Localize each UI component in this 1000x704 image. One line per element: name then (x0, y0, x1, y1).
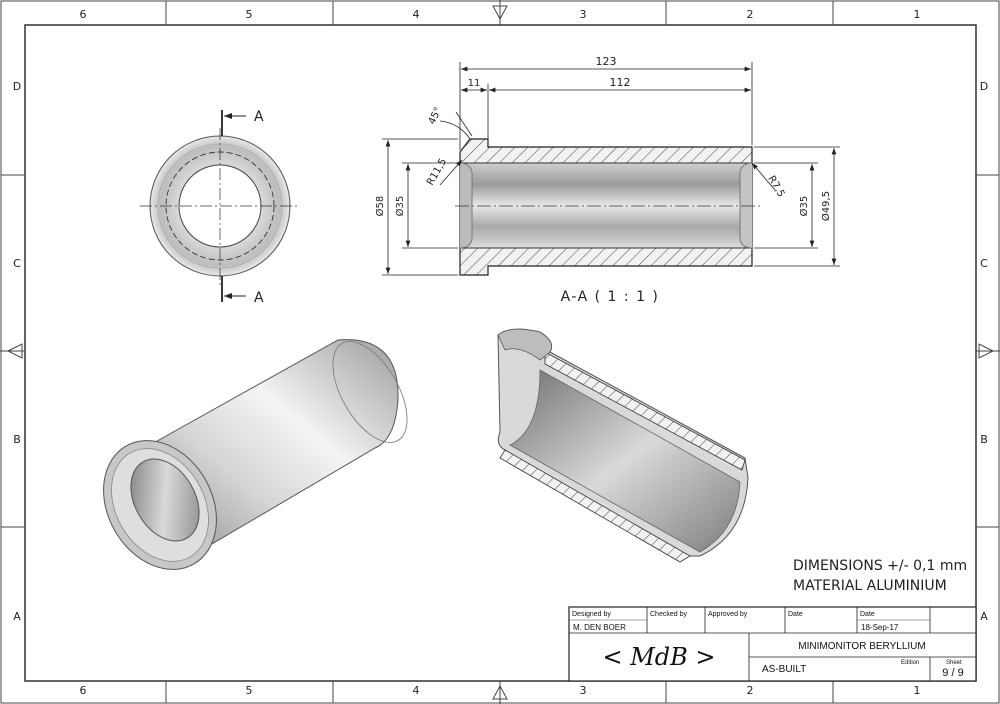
dim-inner-diameter-right: Ø35 (798, 196, 810, 217)
row-labels-left: D C B A (13, 80, 21, 623)
col-label-2-top: 2 (747, 8, 754, 21)
section-view-title: A-A ( 1 : 1 ) (561, 289, 660, 305)
dim-tube-diameter: Ø49,5 (820, 191, 832, 221)
dim-tube-length: 112 (610, 76, 631, 89)
row-label-c-right: C (980, 257, 988, 270)
designed-by-value: M. DEN BOER (573, 623, 626, 632)
dim-outer-diameter: Ø58 (374, 196, 386, 217)
section-view: 123 11 112 45° R11,5 R7,5 Ø58 Ø35 Ø35 Ø4… (374, 55, 840, 305)
company-logo: < MdB > (602, 643, 715, 671)
dim-overall-length: 123 (596, 55, 617, 68)
notes: DIMENSIONS +/- 0,1 mm MATERIAL ALUMINIUM (793, 558, 967, 594)
sheet-label: Sheet (946, 660, 962, 666)
col-label-3-top: 3 (580, 8, 587, 21)
col-label-1-bottom: 1 (914, 684, 921, 697)
row-label-d-right: D (980, 80, 988, 93)
col-label-6-top: 6 (80, 8, 87, 21)
dim-radius-left: R11,5 (425, 157, 449, 188)
isometric-view-cut (497, 328, 749, 563)
col-label-1-top: 1 (914, 8, 921, 21)
row-label-c-left: C (13, 257, 21, 270)
date-label-1: Date (788, 611, 803, 618)
note-dimensions: DIMENSIONS +/- 0,1 mm (793, 558, 967, 574)
dim-inner-diameter-left: Ø35 (394, 196, 406, 217)
row-label-a-left: A (13, 610, 21, 623)
title-block: Designed by M. DEN BOER Checked by Appro… (568, 606, 977, 682)
checked-by-label: Checked by (650, 611, 687, 618)
column-labels-top: 6 5 4 3 2 1 (80, 8, 921, 21)
column-labels-bottom: 6 5 4 3 2 1 (80, 684, 921, 697)
sheet-number: 9 / 9 (942, 667, 963, 679)
end-view: A A (140, 109, 300, 306)
row-labels-right: D C B A (980, 80, 988, 623)
col-label-3-bottom: 3 (580, 684, 587, 697)
col-label-5-top: 5 (246, 8, 253, 21)
dim-radius-right: R7,5 (765, 174, 786, 199)
dim-flange-length: 11 (468, 78, 481, 89)
designed-by-label: Designed by (572, 611, 611, 618)
status-value: AS-BUILT (762, 664, 806, 675)
section-marker-bottom: A (254, 290, 264, 306)
row-label-b-right: B (980, 433, 988, 446)
row-label-d-left: D (13, 80, 21, 93)
row-label-a-right: A (980, 610, 988, 623)
col-label-4-top: 4 (413, 8, 420, 21)
date-value: 18-Sep-17 (861, 623, 899, 632)
approved-by-label: Approved by (708, 611, 748, 618)
part-name: MINIMONITOR BERYLLIUM (798, 641, 925, 652)
date-label-2: Date (860, 611, 875, 618)
dim-chamfer-angle: 45° (427, 106, 444, 127)
col-label-2-bottom: 2 (747, 684, 754, 697)
row-label-b-left: B (13, 433, 21, 446)
col-label-5-bottom: 5 (246, 684, 253, 697)
edition-label: Edition (901, 660, 919, 666)
col-label-6-bottom: 6 (80, 684, 87, 697)
col-label-4-bottom: 4 (413, 684, 420, 697)
isometric-view-full (103, 339, 408, 570)
section-marker-top: A (254, 109, 264, 125)
note-material: MATERIAL ALUMINIUM (793, 578, 947, 594)
